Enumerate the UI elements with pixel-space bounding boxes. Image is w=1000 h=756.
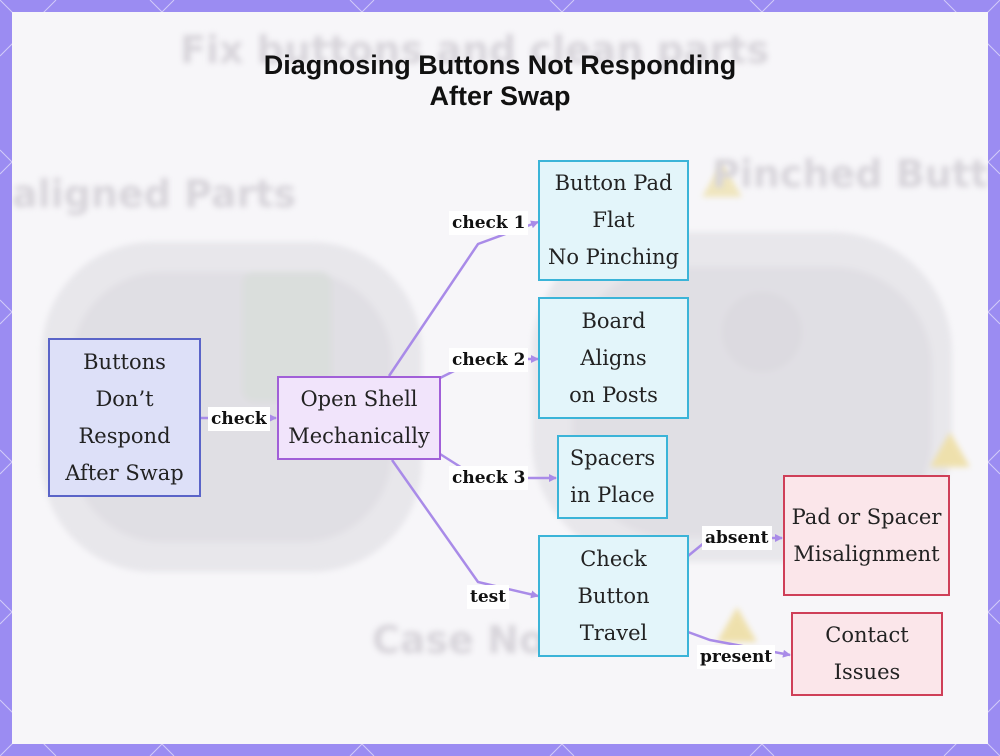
node-line: on Posts (569, 382, 658, 407)
title-line-1: Diagnosing Buttons Not Responding (263, 50, 737, 80)
node-line: Respond (78, 423, 171, 448)
edge-label-absent: absent (702, 526, 772, 550)
node-line: Check (580, 546, 647, 571)
node-line: Mechanically (288, 424, 430, 448)
edge-label-present: present (697, 645, 776, 669)
node-open-shell[interactable]: Open Shell Mechanically (277, 376, 441, 460)
node-contact-issues[interactable]: Contact Issues (791, 612, 943, 696)
node-line: Issues (833, 660, 901, 684)
node-line: in Place (570, 483, 655, 507)
node-pad-spacer-misalignment[interactable]: Pad or Spacer Misalignment (783, 475, 950, 596)
node-line: Pad or Spacer (791, 504, 942, 529)
edge-label-check-1: check 1 (449, 211, 529, 235)
node-line: Open Shell (300, 387, 418, 411)
edge-label-check-2: check 2 (449, 348, 529, 372)
node-line: Button (577, 583, 650, 608)
node-line: Buttons (83, 349, 166, 374)
edge-label-check: check (208, 407, 270, 431)
ghost-text-right: Pinched Button P (712, 152, 988, 196)
node-check-button-travel[interactable]: Check Button Travel (538, 535, 689, 657)
node-line: Spacers (569, 446, 656, 470)
node-button-pad-flat[interactable]: Button Pad Flat No Pinching (538, 160, 689, 281)
node-line: Misalignment (793, 541, 940, 566)
title-line-2: After Swap (429, 81, 571, 111)
node-line: Don’t (95, 386, 154, 411)
node-line: Button Pad (554, 171, 673, 195)
edge-label-test: test (467, 585, 510, 609)
node-line: Board (581, 308, 646, 333)
node-spacers-in-place[interactable]: Spacers in Place (557, 435, 668, 519)
node-line: Contact (825, 623, 909, 647)
node-line: Travel (579, 620, 648, 645)
node-line: Flat (592, 208, 635, 232)
node-line: No Pinching (547, 245, 680, 269)
ghost-text-left: aligned Parts (12, 172, 297, 216)
edge-to-check-travel (390, 459, 539, 599)
edge-label-check-3: check 3 (449, 466, 529, 490)
node-board-aligns[interactable]: Board Aligns on Posts (538, 297, 689, 419)
ghost-text-bottom: Case Not (372, 618, 564, 662)
node-line: After Swap (65, 460, 184, 485)
node-line: Aligns (580, 345, 647, 370)
ghost-text-top: Fix buttons and clean parts (180, 28, 770, 72)
node-buttons-dont-respond[interactable]: Buttons Don’t Respond After Swap (48, 338, 201, 497)
diagram-title: Diagnosing Buttons Not Responding After … (0, 50, 1000, 112)
